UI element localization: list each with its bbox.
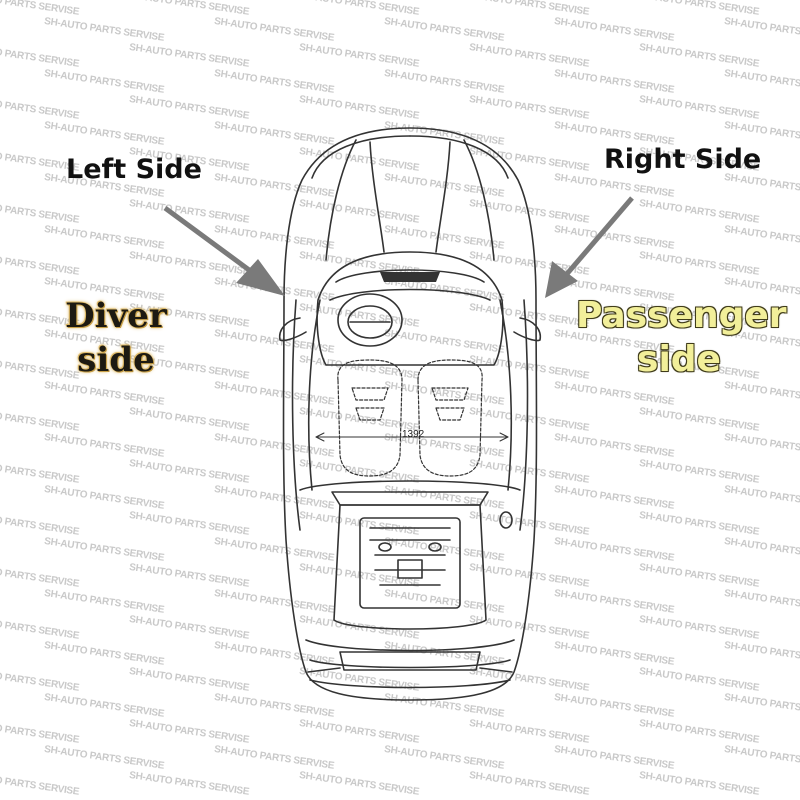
- passenger-side-label: Passenger side: [576, 294, 787, 382]
- right-side-arrow: [545, 196, 634, 298]
- mirror-right: [513, 317, 542, 342]
- hood-line-left: [311, 135, 411, 179]
- hood-crease-left: [325, 139, 357, 261]
- left-side-label: Left Side: [66, 154, 202, 185]
- passenger-side-line2: side: [637, 339, 721, 380]
- windshield-top: [335, 269, 485, 283]
- rear-bumper: [305, 639, 515, 652]
- engine-bay: [333, 504, 487, 630]
- arrow-down-right-icon: [236, 259, 285, 296]
- seat-left: [337, 359, 403, 477]
- hood-crease-right: [463, 139, 495, 261]
- hood-center-r: [435, 141, 451, 253]
- cabin-left: [307, 299, 321, 491]
- rear-deck: [299, 480, 521, 491]
- fuel-cap: [499, 511, 513, 529]
- driver-side-line1: Diver: [65, 296, 167, 336]
- car-body-outline: [282, 127, 538, 701]
- cabin-right: [499, 299, 513, 491]
- seat-right: [417, 359, 483, 477]
- passenger-side-line1: Passenger: [576, 295, 787, 336]
- left-side-arrow: [163, 205, 285, 296]
- mirror-left: [278, 317, 307, 342]
- hood-line-right: [409, 135, 509, 179]
- dashboard: [329, 288, 491, 301]
- hood-center: [369, 141, 385, 253]
- driver-side-label: Diver side: [62, 294, 170, 382]
- right-side-label: Right Side: [604, 144, 762, 175]
- width-dimension-value: 1392: [402, 429, 425, 440]
- driver-side-line2: side: [77, 340, 155, 380]
- steering-wheel: [337, 293, 403, 347]
- windshield: [316, 251, 504, 366]
- arrow-down-left-icon: [545, 261, 578, 298]
